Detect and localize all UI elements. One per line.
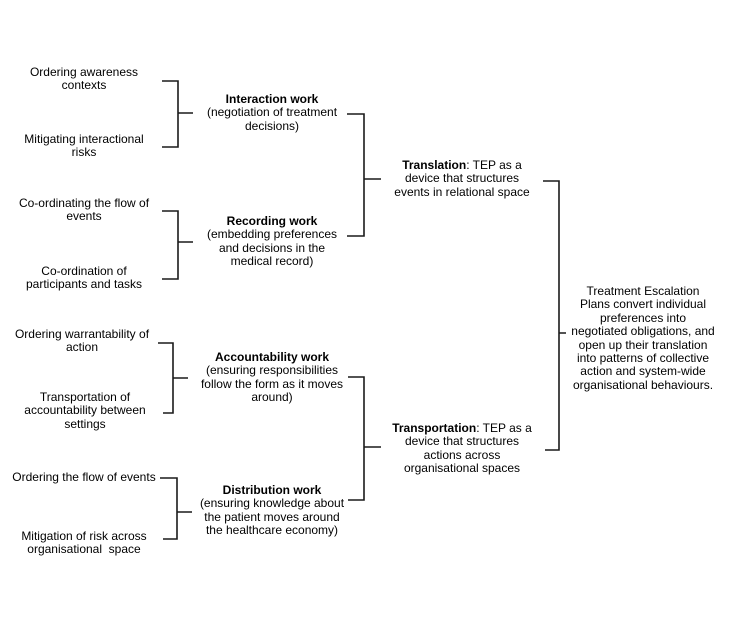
bracket-interaction-codes xyxy=(162,80,193,148)
theme-accountability-work: Accountability work (ensuring responsibi… xyxy=(182,350,362,405)
meta-theme-translation-term: Translation xyxy=(402,158,467,172)
bracket-accountability-codes xyxy=(158,342,188,414)
theme-distribution-work: Distribution work (ensuring knowledge ab… xyxy=(182,483,362,538)
theme-interaction-work-title: Interaction work xyxy=(225,92,319,106)
bracket-translation-themes xyxy=(347,113,381,237)
meta-theme-transportation-term: Transportation xyxy=(392,421,477,435)
bracket-transportation-themes xyxy=(348,376,381,501)
bracket-summary-metathemes xyxy=(543,180,566,451)
theme-recording-work-title: Recording work xyxy=(226,214,318,228)
theme-accountability-work-title: Accountability work xyxy=(214,350,330,364)
meta-theme-transportation: Transportation: TEP as a device that str… xyxy=(377,421,547,476)
code-ordering-flow-of-events: Ordering the flow of events xyxy=(12,470,156,484)
bracket-recording-codes xyxy=(162,210,193,280)
theme-interaction-work: Interaction work (negotiation of treatme… xyxy=(182,92,362,133)
meta-theme-transportation-lead: : TEP as a xyxy=(476,421,532,435)
meta-theme-translation: Translation: TEP as a device that struct… xyxy=(377,158,547,199)
bracket-distribution-codes xyxy=(160,477,192,540)
meta-theme-translation-lead: : TEP as a xyxy=(466,158,522,172)
theme-distribution-work-title: Distribution work xyxy=(222,483,322,497)
